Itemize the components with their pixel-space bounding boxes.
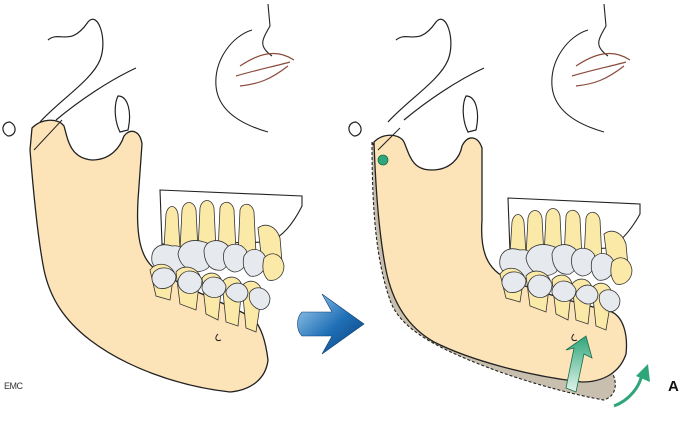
- left-lips: [235, 52, 295, 87]
- left-soft-tissue-profile: [215, 3, 273, 133]
- right-lips: [571, 52, 631, 87]
- right-lower-crowns: [501, 271, 621, 312]
- left-upper-teeth: [163, 200, 283, 263]
- right-condyle-line: [377, 127, 401, 151]
- left-lower-crowns: [151, 267, 271, 310]
- right-mental-foramen: [571, 333, 578, 341]
- left-mental-foramen: [215, 333, 222, 341]
- left-condyle-line: [33, 119, 63, 151]
- right-tooth-crowns: [499, 244, 633, 285]
- condyle-pivot-icon: [377, 154, 389, 166]
- left-skull-outline: [2, 18, 137, 137]
- green-up-arrow-icon: [565, 335, 593, 393]
- right-soft-tissue-profile: [551, 3, 609, 133]
- panel-label: A: [668, 378, 679, 395]
- credit-mark: EMC: [4, 381, 23, 391]
- right-skull-outline: [348, 18, 485, 137]
- blue-arrow-icon: [297, 293, 365, 355]
- right-upper-teeth: [509, 208, 629, 267]
- rotation-arrow-icon: [613, 364, 650, 408]
